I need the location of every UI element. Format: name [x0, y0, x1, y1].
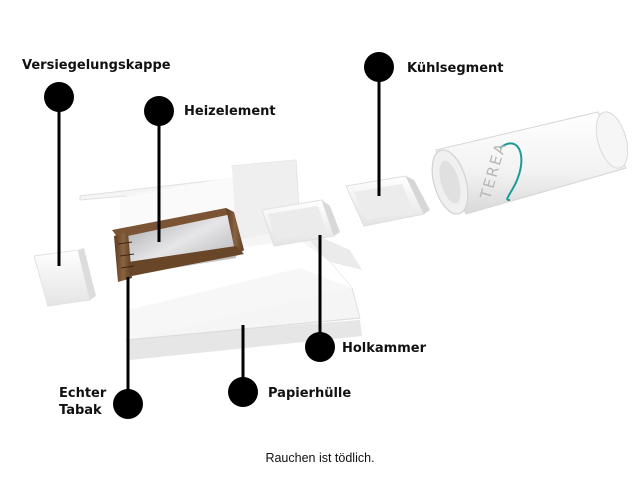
terea-stick-tube: TEREA [431, 111, 629, 215]
sealing-cap [33, 248, 96, 307]
label-echter-tabak-line2: Tabak [59, 403, 102, 418]
marker-dot-papierhuelle [228, 377, 258, 407]
label-holkammer: Holkammer [342, 341, 427, 356]
label-echter-tabak-line1: Echter [59, 386, 107, 401]
marker-dot-tabak [113, 389, 143, 419]
marker-dots [44, 52, 394, 419]
label-papierhuelle: Papierhülle [268, 386, 352, 401]
label-versiegelungskappe: Versiegelungskappe [22, 58, 171, 73]
marker-dot-kuehlsegment [364, 52, 394, 82]
leader-lines [57, 67, 381, 404]
health-warning-text: Rauchen ist tödlich. [265, 451, 375, 465]
cooling-segment [345, 175, 430, 227]
label-heizelement: Heizelement [184, 104, 276, 119]
marker-dot-heizelement [144, 96, 174, 126]
label-echter-tabak: Echter Tabak [59, 385, 119, 419]
label-kuehlsegment: Kühlsegment [407, 61, 504, 76]
hollow-chamber [261, 199, 340, 247]
tobacco-plug [112, 208, 244, 282]
marker-dot-holkammer [305, 332, 335, 362]
marker-dot-versiegelungskappe [44, 82, 74, 112]
